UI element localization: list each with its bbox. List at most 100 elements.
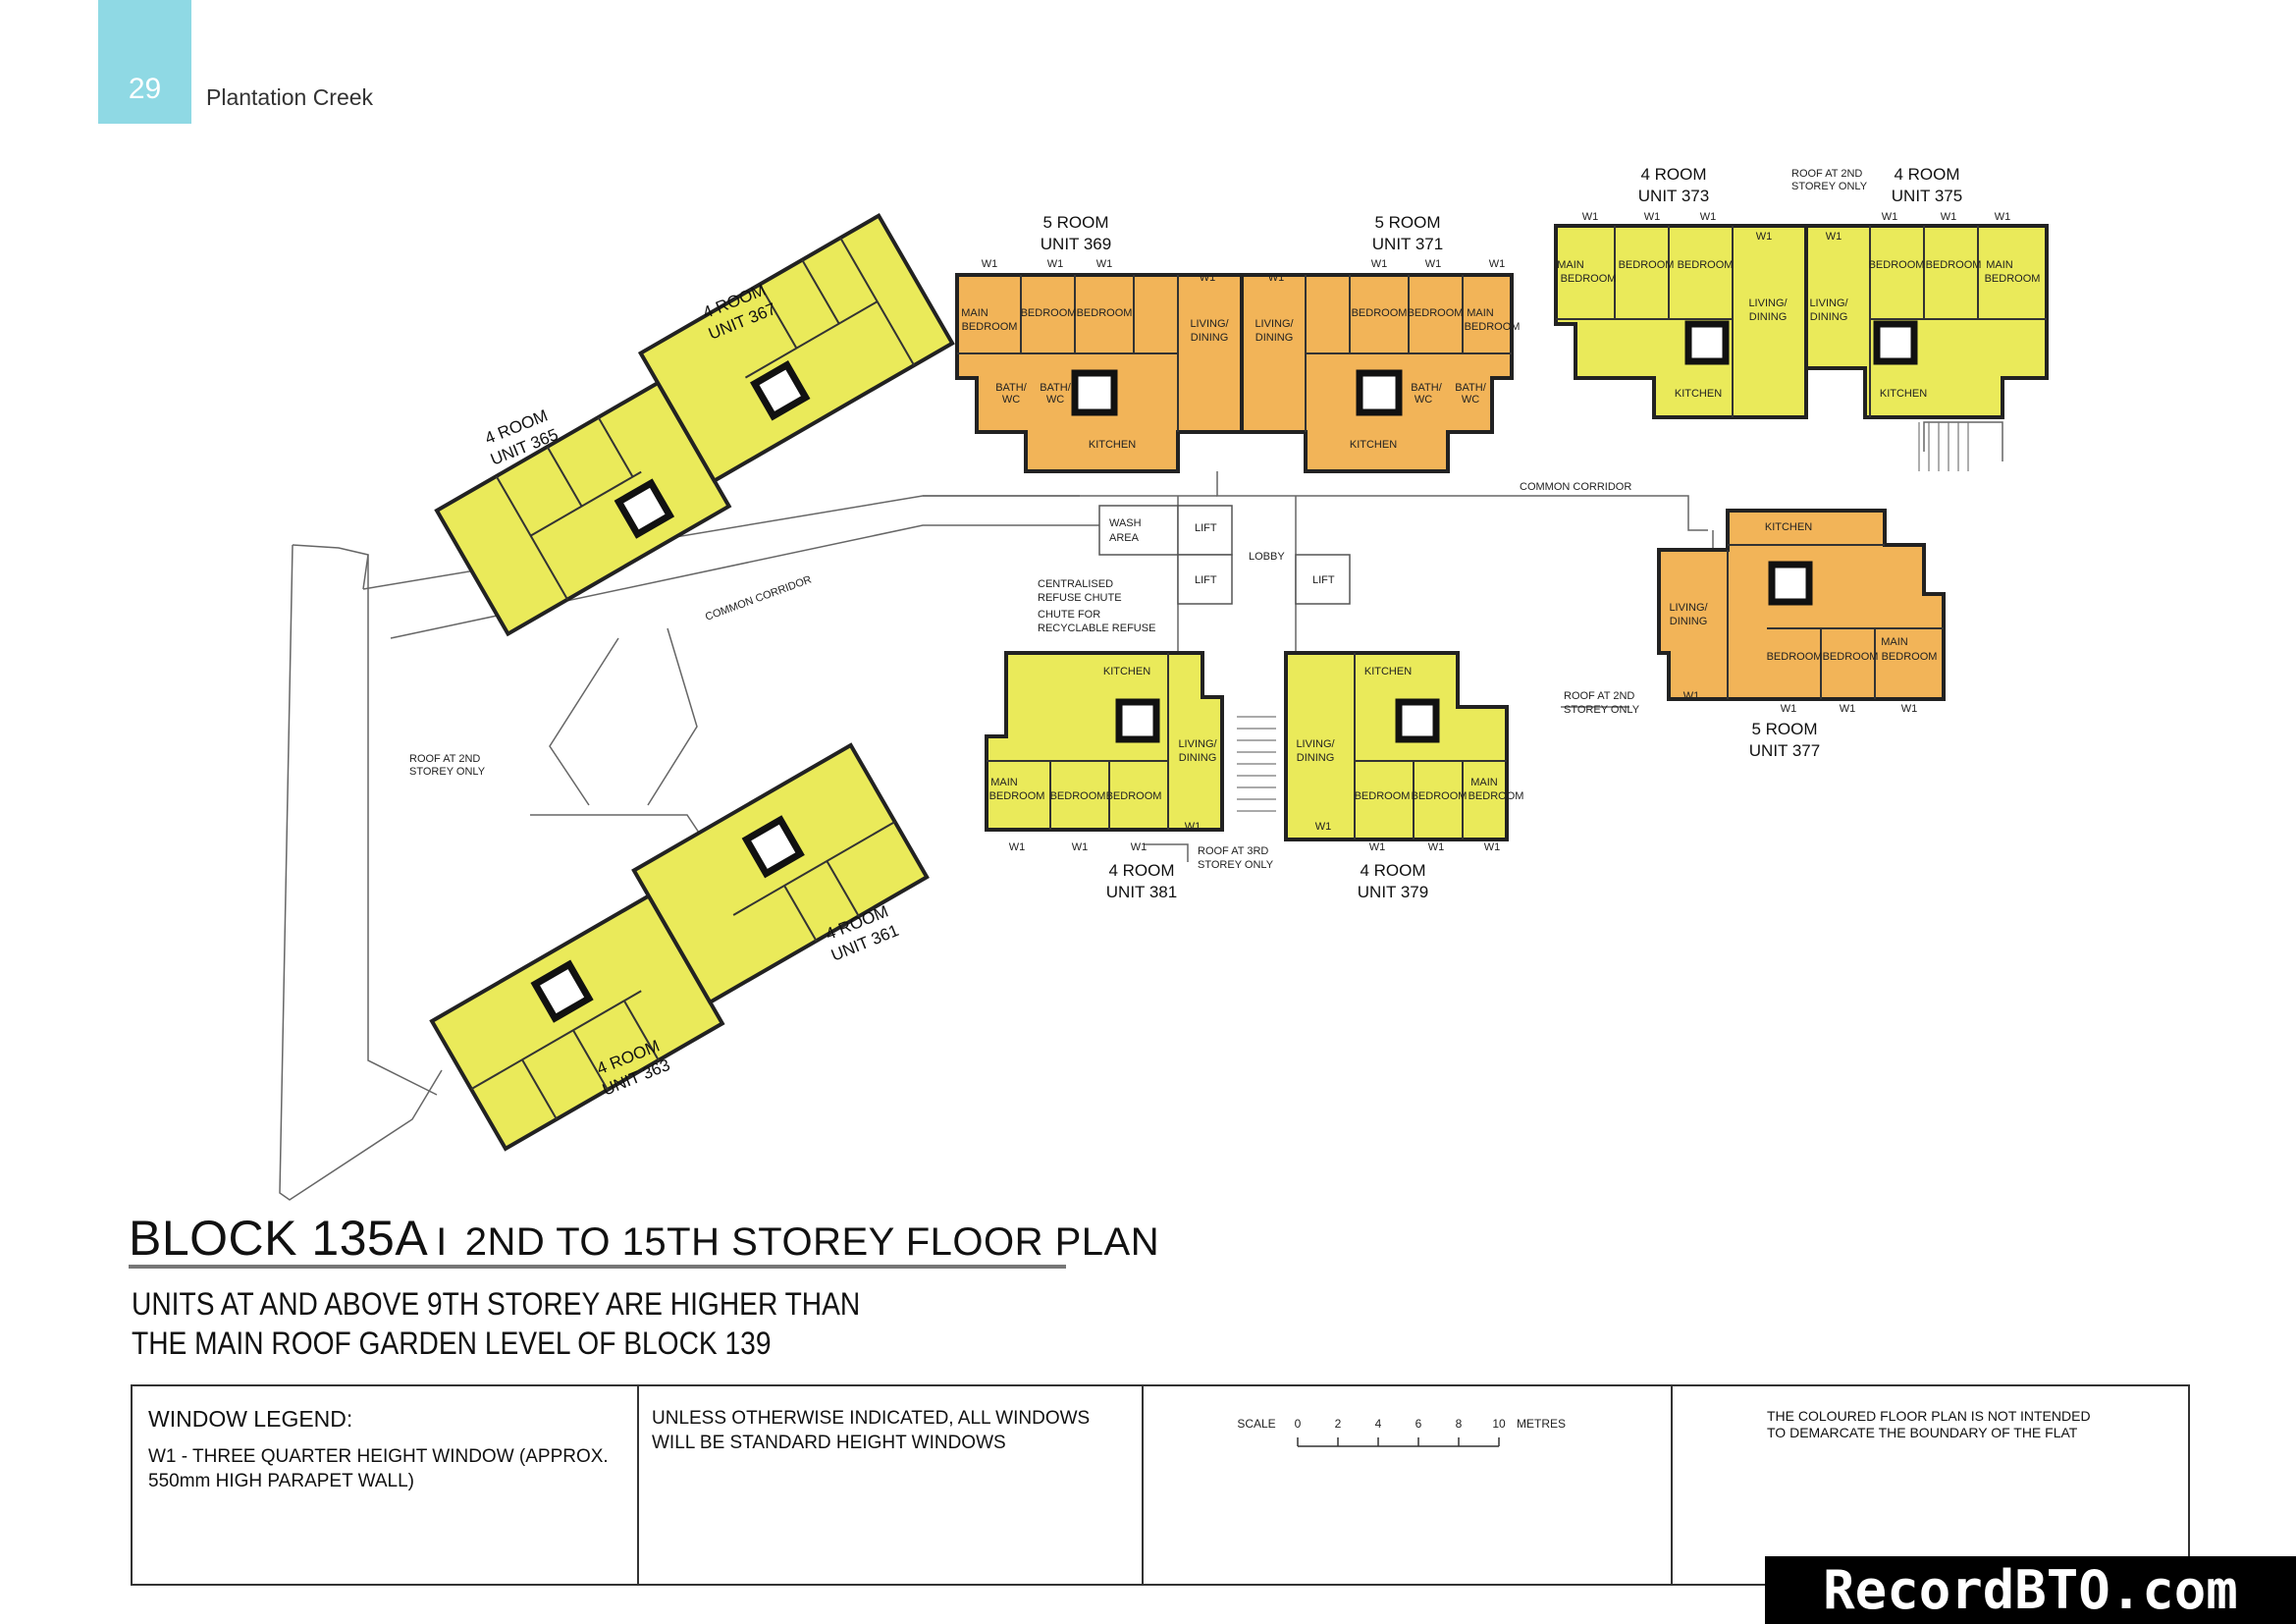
room-label: BEDROOM [1352,307,1408,319]
block-name: BLOCK 135A [129,1211,429,1266]
room-label: DINING [1191,332,1229,344]
room-label: KITCHEN [1089,439,1136,451]
roof-note: ROOF AT 2ND [409,753,480,765]
unit-377-type: 5 ROOM [1751,720,1817,738]
room-label: BEDROOM [1106,790,1162,802]
room-label: MAIN [961,307,988,319]
lift-label: LIFT [1195,574,1217,586]
watermark-banner: RecordBTO.com [1765,1556,2296,1624]
room-label: KITCHEN [1103,666,1150,677]
stair-hatching [1237,422,1969,812]
window-tag: W1 [1131,841,1148,853]
window-tag: W1 [1315,821,1332,833]
wash-area-label: AREA [1109,532,1140,544]
document-title: Plantation Creek [206,84,374,110]
unit-379-type: 4 ROOM [1360,861,1425,880]
window-tag: W1 [1941,211,1957,223]
window-tag: W1 [1200,272,1216,284]
scale-tick: 10 [1492,1417,1506,1431]
window-tag: W1 [1582,211,1599,223]
storey-note-line-1: UNITS AT AND ABOVE 9TH STOREY ARE HIGHER… [132,1286,861,1322]
roof-note: STOREY ONLY [1791,181,1868,192]
wing-377 [1657,509,1946,701]
unit-371-type: 5 ROOM [1374,213,1440,232]
window-tag: W1 [1425,258,1442,270]
window-tag: W1 [1489,258,1506,270]
wing-373-375 [1554,224,2049,419]
room-label: MAIN [1470,777,1498,788]
room-label: MAIN [1557,259,1584,271]
corridor-label: COMMON CORRIDOR [1520,481,1631,493]
unit-369-type: 5 ROOM [1042,213,1108,232]
title-subtitle: 2ND TO 15TH STOREY FLOOR PLAN [464,1220,1160,1264]
room-label: BEDROOM [1926,259,1982,271]
unit-361 [631,742,930,1005]
window-tag: W1 [1700,211,1717,223]
window-tag: W1 [1756,231,1773,243]
window-tag: W1 [982,258,998,270]
room-label: DINING [1297,752,1335,764]
title-underline [129,1265,1066,1269]
standard-window-note-line-2: WILL BE STANDARD HEIGHT WINDOWS [652,1433,1006,1453]
room-label: BATH/ [1411,382,1443,394]
room-label: BEDROOM [1561,273,1617,285]
storey-note-line-2: THE MAIN ROOF GARDEN LEVEL OF BLOCK 139 [132,1326,772,1361]
room-label: BEDROOM [962,321,1018,333]
room-label: BEDROOM [1882,651,1938,663]
roof-note: ROOF AT 2ND [1564,690,1634,702]
refuse-chute-label: REFUSE CHUTE [1038,592,1122,604]
room-label: BEDROOM [1823,651,1879,663]
room-label: LIVING/ [1748,298,1788,309]
room-label: DINING [1179,752,1217,764]
window-tag: W1 [1428,841,1445,853]
room-label: BATH/ [995,382,1028,394]
room-label: KITCHEN [1675,388,1722,400]
room-label: BEDROOM [1767,651,1823,663]
page-tab [98,0,191,124]
wing-365-367 [434,212,955,637]
room-label: BEDROOM [1412,790,1468,802]
lobby-label: LOBBY [1249,551,1285,563]
room-label: BEDROOM [1050,790,1106,802]
core [1098,505,1351,605]
window-tag: W1 [1371,258,1388,270]
unit-379-number: UNIT 379 [1358,883,1428,901]
window-tag: W1 [1826,231,1842,243]
window-tag: W1 [1781,703,1797,715]
room-label: DINING [1749,311,1788,323]
room-label: WC [1462,394,1479,406]
window-tag: W1 [1644,211,1661,223]
window-legend-heading: WINDOW LEGEND: [148,1406,353,1432]
window-tag: W1 [1369,841,1386,853]
room-label: DINING [1255,332,1294,344]
wing-369-371 [955,273,1514,473]
room-label: LIVING/ [1296,738,1335,750]
room-label: BEDROOM [1355,790,1411,802]
room-label: LIVING/ [1178,738,1217,750]
room-label: MAIN [990,777,1018,788]
refuse-chute-label: CENTRALISED [1038,578,1113,590]
room-label: WC [1046,394,1064,406]
unit-373-number: UNIT 373 [1638,187,1709,205]
room-label: BEDROOM [1869,259,1925,271]
wing-381-379 [985,651,1509,841]
unit-377-number: UNIT 377 [1749,741,1820,760]
w1-description-line-1: W1 - THREE QUARTER HEIGHT WINDOW (APPROX… [148,1446,609,1467]
disclaimer-line-2: TO DEMARCATE THE BOUNDARY OF THE FLAT [1767,1425,2078,1440]
page-number: 29 [128,73,162,105]
room-label: MAIN [1986,259,2013,271]
room-label: BATH/ [1455,382,1487,394]
scale-unit: METRES [1517,1417,1566,1431]
room-label: BATH/ [1040,382,1072,394]
window-tag: W1 [1268,272,1285,284]
scale-tick: 8 [1456,1417,1463,1431]
window-tag: W1 [1882,211,1898,223]
roof-note: STOREY ONLY [1198,859,1274,871]
unit-375-type: 4 ROOM [1894,165,1959,184]
room-label: BEDROOM [1468,790,1524,802]
legend-divider [1671,1386,1673,1584]
room-label: WC [1002,394,1020,406]
roof-note: ROOF AT 2ND [1791,168,1862,180]
